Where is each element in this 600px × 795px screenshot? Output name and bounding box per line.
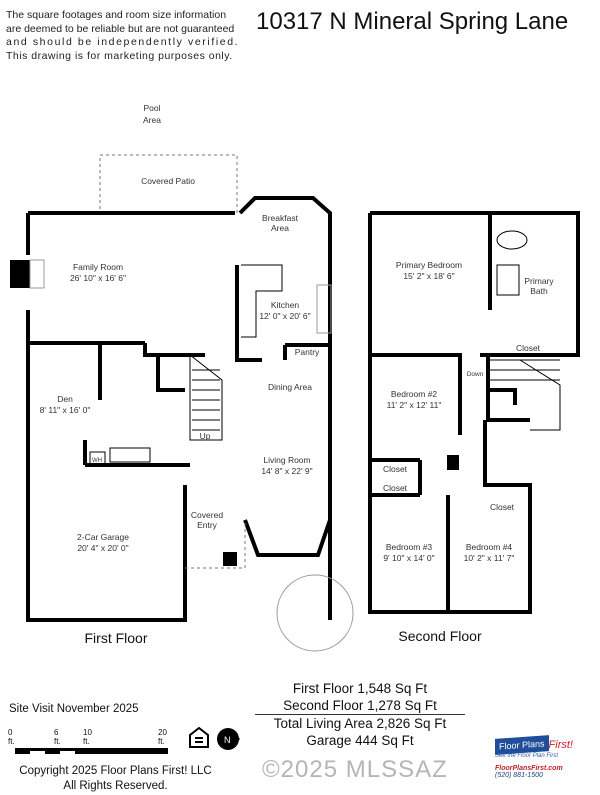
- copyright: Copyright 2025 Floor Plans First! LLC Al…: [8, 764, 223, 794]
- site-visit: Site Visit November 2025: [9, 703, 139, 715]
- scale-tick: 20 ft.: [158, 728, 167, 746]
- copyright-line: All Rights Reserved.: [63, 780, 168, 792]
- room-label-closet: Closet: [383, 464, 408, 474]
- first-floor-area: First Floor 1,548 Sq Ft: [292, 681, 428, 696]
- room-label-family: Family Room: [73, 262, 123, 272]
- garage-area: Garage 444 Sq Ft: [306, 733, 414, 748]
- svg-text:N: N: [224, 735, 231, 745]
- disclaimer-line: The square footages and room size inform…: [6, 9, 227, 21]
- disclaimer-line: and should be independently verified.: [6, 36, 240, 48]
- room-label-bedroom-4: Bedroom #4: [466, 542, 513, 552]
- second-floor-label: Second Floor: [398, 628, 482, 644]
- copyright-line: Copyright 2025 Floor Plans First! LLC: [19, 765, 212, 777]
- room-label-den: Den: [57, 394, 73, 404]
- logo-tagline: See the Floor Plan First: [495, 753, 559, 759]
- disclaimer: The square footages and room size inform…: [6, 9, 241, 63]
- room-size-living: 14' 8" x 22' 9": [261, 466, 312, 476]
- stairs-down-label: Down: [467, 371, 484, 378]
- fireplace: [10, 260, 30, 288]
- room-label-kitchen: Kitchen: [271, 300, 300, 310]
- logo-name: Floor Plans: [495, 735, 549, 755]
- room-label-primary-bath: Bath: [530, 286, 548, 296]
- room-label-bedroom-3: Bedroom #3: [386, 542, 433, 552]
- room-size-den: 8' 11" x 16' 0": [40, 405, 91, 415]
- equal-housing-icon: [189, 726, 209, 748]
- room-label-pantry: Pantry: [295, 347, 320, 357]
- page-title: 10317 N Mineral Spring Lane: [256, 8, 569, 35]
- room-label-breakfast: Breakfast: [262, 213, 299, 223]
- room-size-garage: 20' 4" x 20' 0": [77, 543, 128, 553]
- entry-label: Entry: [197, 520, 218, 530]
- room-size-bedroom-3: 9' 10" x 14' 0": [383, 553, 434, 563]
- logo-first: First!: [548, 739, 573, 751]
- disclaimer-line: are deemed to be reliable but are not gu…: [6, 22, 235, 35]
- logo-url: FloorPlansFirst.com: [495, 765, 563, 772]
- entry-label: Covered: [191, 510, 223, 520]
- disclaimer-line: This drawing is for marketing purposes o…: [6, 49, 233, 62]
- patio-label: Covered Patio: [141, 176, 195, 186]
- scale-bar: [15, 748, 168, 754]
- room-label-closet: Closet: [490, 502, 515, 512]
- scale-tick: 0 ft.: [8, 728, 15, 746]
- first-floor-label: First Floor: [85, 630, 148, 646]
- north-arrow-icon: N: [217, 728, 240, 750]
- room-label-breakfast: Area: [271, 223, 289, 233]
- room-label-primary-bath: Primary: [524, 276, 554, 286]
- room-label-primary-bedroom: Primary Bedroom: [396, 260, 462, 270]
- pool-label: Pool: [143, 103, 160, 113]
- room-size-kitchen: 12' 0" x 20' 6": [259, 311, 310, 321]
- room-label-dining: Dining Area: [268, 382, 312, 392]
- total-living-area: Total Living Area 2,826 Sq Ft: [255, 714, 465, 732]
- logo-phone: (520) 881-1500: [495, 772, 543, 779]
- area-summary: First Floor 1,548 Sq Ft Second Floor 1,2…: [255, 680, 465, 749]
- scale-tick: 6 ft.: [54, 728, 61, 746]
- room-label-closet: Closet: [516, 343, 541, 353]
- room-label-garage: 2-Car Garage: [77, 532, 129, 542]
- watermark: ©2025 MLSSAZ: [262, 756, 448, 783]
- room-size-primary-bedroom: 15' 2" x 18' 6": [403, 271, 454, 281]
- pool-label: Area: [143, 115, 161, 125]
- scale-tick: 10 ft.: [83, 728, 92, 746]
- stairs-up-label: Up: [200, 431, 211, 441]
- first-floor-plan: Pool Area Covered Patio Family Room 26' …: [10, 103, 354, 652]
- tree: [276, 574, 354, 652]
- room-label-living: Living Room: [263, 455, 310, 465]
- water-heater-label: WH: [92, 458, 102, 464]
- room-label-closet: Closet: [383, 483, 408, 493]
- second-floor-area: Second Floor 1,278 Sq Ft: [283, 698, 437, 713]
- room-size-bedroom-4: 10' 2" x 11' 7": [464, 553, 515, 563]
- room-size-bedroom-2: 11' 2" x 12' 11": [387, 400, 442, 410]
- second-floor-plan: Primary Bedroom 15' 2" x 18' 6" Primary …: [368, 211, 580, 644]
- covered-patio: [99, 154, 238, 214]
- room-size-family: 26' 10" x 16' 6": [70, 273, 126, 283]
- room-label-bedroom-2: Bedroom #2: [391, 389, 438, 399]
